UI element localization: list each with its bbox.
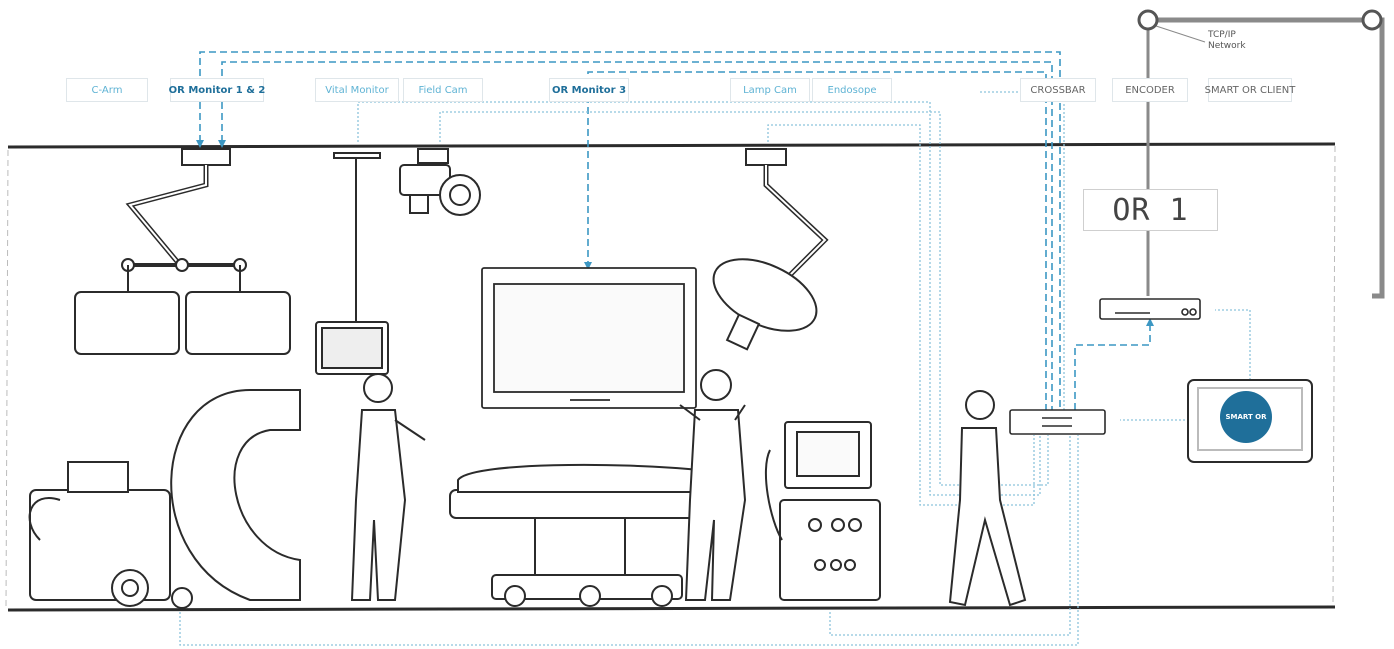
label-c-arm: C-Arm: [66, 78, 148, 102]
network-node-left: [1137, 9, 1159, 31]
label-crossbar: CROSSBAR: [1020, 78, 1096, 102]
vital-monitor: [315, 152, 389, 375]
room-name-sign: OR 1: [1083, 189, 1218, 231]
source-links: [179, 91, 1251, 646]
label-endoscope: Endosope: [812, 78, 892, 102]
room-frame: [5, 142, 1336, 612]
network-bar: [1146, 17, 1385, 299]
smart-or-logo: SMART OR: [1220, 391, 1272, 443]
label-encoder: ENCODER: [1112, 78, 1188, 102]
label-field-cam: Field Cam: [403, 78, 483, 102]
label-or-monitor-1-2: OR Monitor 1 & 2: [169, 78, 265, 102]
people: [350, 369, 1027, 607]
surgical-lamp: [712, 148, 829, 351]
ceiling-monitor-arm: [74, 148, 291, 355]
wall-monitor: [481, 267, 697, 409]
network-label: TCP/IP Network: [1208, 30, 1268, 52]
network-label-line1: TCP/IP: [1208, 30, 1236, 40]
operating-table: [449, 463, 731, 607]
field-camera: [399, 148, 481, 216]
crossbar-device: [1009, 409, 1106, 435]
label-or-monitor-3: OR Monitor 3: [549, 78, 629, 102]
c-arm-machine: [28, 389, 301, 609]
label-lamp-cam: Lamp Cam: [730, 78, 810, 102]
endoscope-tower: [764, 421, 881, 601]
link-arrows: [196, 140, 1154, 326]
label-vital-monitor: Vital Monitor: [315, 78, 399, 102]
network-label-line2: Network: [1208, 41, 1246, 51]
encoder-device: [1099, 298, 1201, 320]
network-node-right: [1361, 9, 1383, 31]
label-smart-or-client: SMART OR CLIENT: [1205, 78, 1295, 102]
